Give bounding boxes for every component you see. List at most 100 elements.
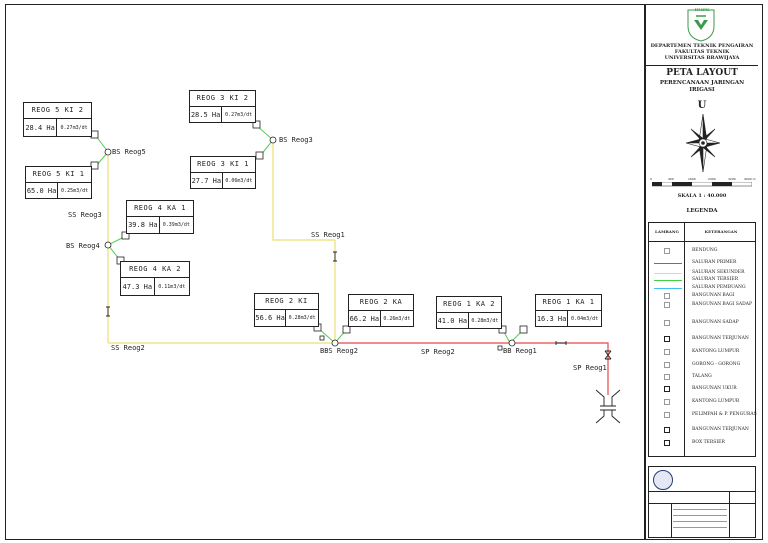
drawing-frame bbox=[5, 4, 763, 540]
channel-ss-reog1 bbox=[272, 140, 336, 343]
legend-item: KANTONG LUMPUR bbox=[646, 347, 758, 359]
box-tersier-icon bbox=[519, 325, 528, 334]
label-bb-reog1: BB Reog1 bbox=[503, 347, 537, 355]
scale-tick: 1600 bbox=[688, 177, 696, 181]
label-ss-reog3: SS Reog3 bbox=[68, 211, 102, 219]
bangunan-sadap-icon bbox=[654, 320, 682, 328]
institution-line: UNIVERSITAS BRAWIJAYA bbox=[664, 55, 740, 61]
bendung-icon bbox=[654, 248, 682, 256]
bangunan-terjunan-icon bbox=[654, 336, 682, 344]
legend-item: BENDUNG bbox=[646, 246, 758, 258]
legend-item-label: BANGUNAN BAGI bbox=[692, 293, 735, 298]
legend-item-label: SALURAN TERSIER bbox=[692, 277, 739, 282]
plot-area: 66.2 Ha bbox=[349, 311, 381, 326]
plot-area: 41.0 Ha bbox=[437, 313, 469, 328]
legend-item: BANGUNAN UKUR bbox=[646, 384, 758, 396]
legend-item: BANGUNAN BAGI bbox=[646, 291, 758, 303]
scale-tick: 4000 m bbox=[744, 177, 756, 181]
plot-flow: 0.28m3/dt bbox=[288, 315, 316, 321]
plot-area: 56.6 Ha bbox=[255, 310, 287, 326]
label-sp-reog1: SP Reog1 bbox=[573, 364, 607, 372]
map-subtitle: PERENCANAAN JARINGAN bbox=[659, 80, 745, 86]
legend-item: TALANG bbox=[646, 372, 758, 384]
legend-item-label: KANTONG LUMPUR bbox=[692, 349, 740, 354]
legend-item-label: BANGUNAN UKUR bbox=[692, 386, 737, 391]
plot-flow: 0.27m3/dt bbox=[60, 124, 88, 131]
institution-line: DEPARTEMEN TEKNIK PENGAIRAN bbox=[650, 43, 754, 49]
plot-name: REOG 1 KA 2 bbox=[437, 297, 501, 313]
bangunan-bagi-sadap-icon bbox=[331, 339, 339, 347]
university-logo bbox=[687, 9, 715, 42]
bangunan-bagi-icon bbox=[654, 293, 682, 301]
legend-item-label: GORONG - GORONG bbox=[692, 362, 741, 367]
legend-item: SALURAN SEKUNDER bbox=[646, 268, 758, 280]
bangunan-bagi-sadap-icon bbox=[654, 302, 682, 310]
sheet-logo-icon bbox=[653, 470, 673, 490]
plot-flow: 0.26m3/dt bbox=[383, 315, 411, 322]
box-tersier-icon bbox=[90, 161, 99, 170]
legend-item-label: TALANG bbox=[692, 374, 712, 379]
label-ss-reog2: SS Reog2 bbox=[111, 344, 145, 352]
bangunan-terjunan-icon bbox=[333, 251, 337, 262]
bangunan-terjunan-icon bbox=[106, 306, 110, 317]
legend-item: BANGUNAN TERJUNAN bbox=[646, 334, 758, 346]
bangunan-bagi-icon bbox=[508, 339, 516, 347]
box-tersier-icon bbox=[498, 325, 507, 334]
bendung-icon bbox=[595, 389, 621, 424]
legend-item-label: BANGUNAN BAGI SADAP bbox=[692, 302, 753, 307]
scale-tick: 2400 bbox=[708, 177, 716, 181]
bangunan-terjunan-icon bbox=[654, 427, 682, 435]
plot-name: REOG 2 KI bbox=[255, 294, 318, 310]
legend-item: SALURAN PEMBUANG bbox=[646, 283, 758, 295]
plot-area: 39.8 Ha bbox=[127, 217, 160, 233]
legend-item: KANTONG LUMPUR bbox=[646, 397, 758, 409]
legend-item: BANGUNAN SADAP bbox=[646, 318, 758, 330]
legend-item: BANGUNAN TERJUNAN bbox=[646, 425, 758, 437]
bangunan-bagi-icon bbox=[104, 148, 112, 156]
box-tersier-icon bbox=[252, 120, 261, 129]
scale-tick: 400 bbox=[668, 177, 674, 181]
legend-item: BANGUNAN BAGI SADAP bbox=[646, 300, 758, 312]
institution-line: FAKULTAS TEKNIK bbox=[674, 49, 730, 55]
plot-flow: 0.28m3/dt bbox=[471, 317, 499, 324]
label-sp-reog2: SP Reog2 bbox=[421, 348, 455, 356]
plot-name: REOG 3 KI 2 bbox=[190, 91, 255, 107]
legend-item-label: BOX TERSIER bbox=[692, 440, 725, 445]
box-tersier-icon bbox=[255, 151, 264, 160]
channel-sp-reog1 bbox=[510, 342, 609, 395]
legend-item: BOX TERSIER bbox=[646, 438, 758, 450]
north-label: U bbox=[697, 100, 707, 111]
plot-name: REOG 5 KI 2 bbox=[24, 103, 91, 119]
plot-name: REOG 4 KA 1 bbox=[127, 201, 193, 217]
legend-item-label: PELIMPAH & P. PENGURAS bbox=[692, 412, 757, 417]
plot-area: 47.3 Ha bbox=[121, 278, 155, 295]
bangunan-ukur-icon bbox=[497, 345, 503, 351]
legend-item-label: BANGUNAN TERJUNAN bbox=[692, 336, 749, 341]
pelimpah-icon bbox=[654, 412, 682, 420]
talang-icon bbox=[604, 350, 612, 360]
plot-area: 16.3 Ha bbox=[536, 311, 569, 326]
legend-header-desc: KETERANGAN bbox=[704, 229, 738, 234]
plot-area: 27.7 Ha bbox=[191, 173, 223, 188]
kantong-lumpur-icon bbox=[654, 349, 682, 357]
talang-icon bbox=[654, 374, 682, 382]
legend-header-symbol: LAMBANG bbox=[655, 229, 679, 234]
label-bs-reog5: BS Reog5 bbox=[112, 148, 146, 156]
map-title: PETA LAYOUT bbox=[666, 68, 738, 78]
plot-name: REOG 5 KI 1 bbox=[26, 167, 91, 183]
scale-tick: 3200 bbox=[728, 177, 736, 181]
label-bbs-reog2: BBS Reog2 bbox=[320, 347, 358, 355]
plot-flow: 0.04m3/dt bbox=[571, 315, 599, 322]
label-bs-reog3: BS Reog3 bbox=[279, 136, 313, 144]
box-tersier-icon bbox=[90, 130, 99, 139]
saluran-pembuang-line bbox=[654, 288, 682, 289]
plot-name: REOG 3 KI 1 bbox=[191, 157, 255, 173]
